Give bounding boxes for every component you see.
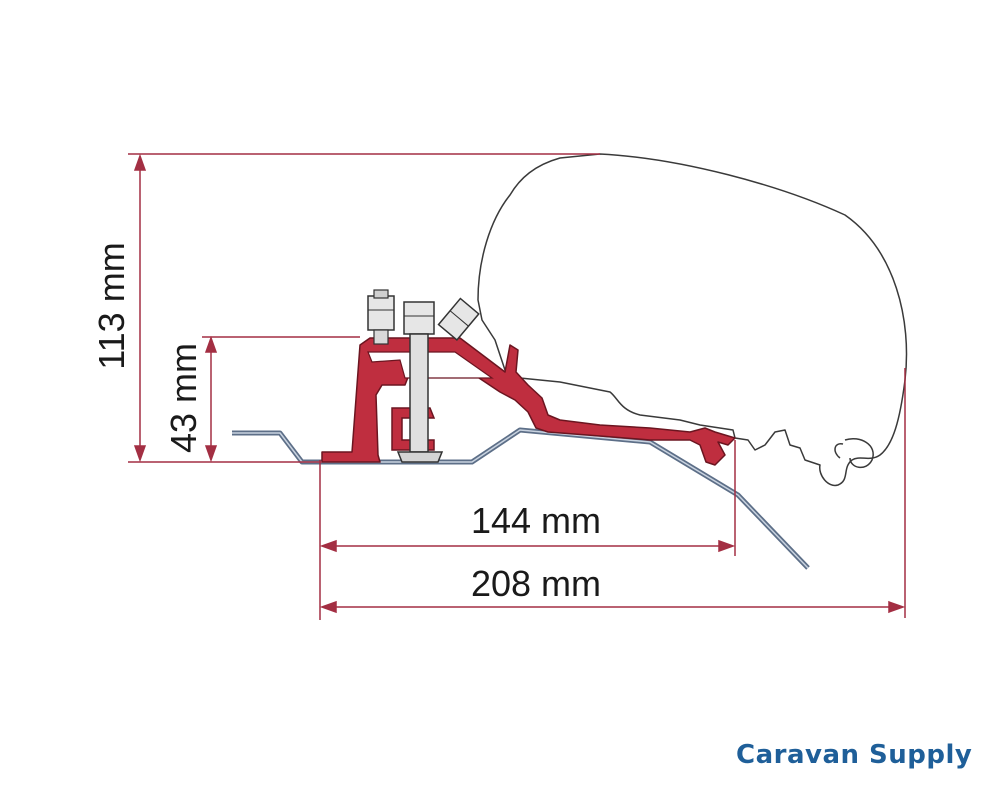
dimension-43mm [202, 335, 360, 463]
bracket-inner-channel [367, 351, 494, 379]
dimension-144mm [319, 440, 736, 620]
awning-cassette-outline [477, 153, 908, 487]
awning-inner-curl [834, 443, 844, 459]
label-144mm: 144 mm [471, 500, 601, 541]
label-43mm: 43 mm [163, 343, 204, 453]
label-113mm: 113 mm [91, 242, 132, 369]
bolt-angled [437, 297, 480, 342]
brand-logo: Caravan Supply [736, 740, 973, 770]
bolt-left [367, 289, 395, 345]
dimension-113mm [128, 153, 600, 463]
label-208mm: 208 mm [471, 563, 601, 604]
vehicle-roof-panel-highlight [232, 429, 809, 569]
dimension-208mm [319, 368, 906, 618]
awning-inner-hook [844, 438, 874, 469]
bolt-center [396, 301, 444, 463]
